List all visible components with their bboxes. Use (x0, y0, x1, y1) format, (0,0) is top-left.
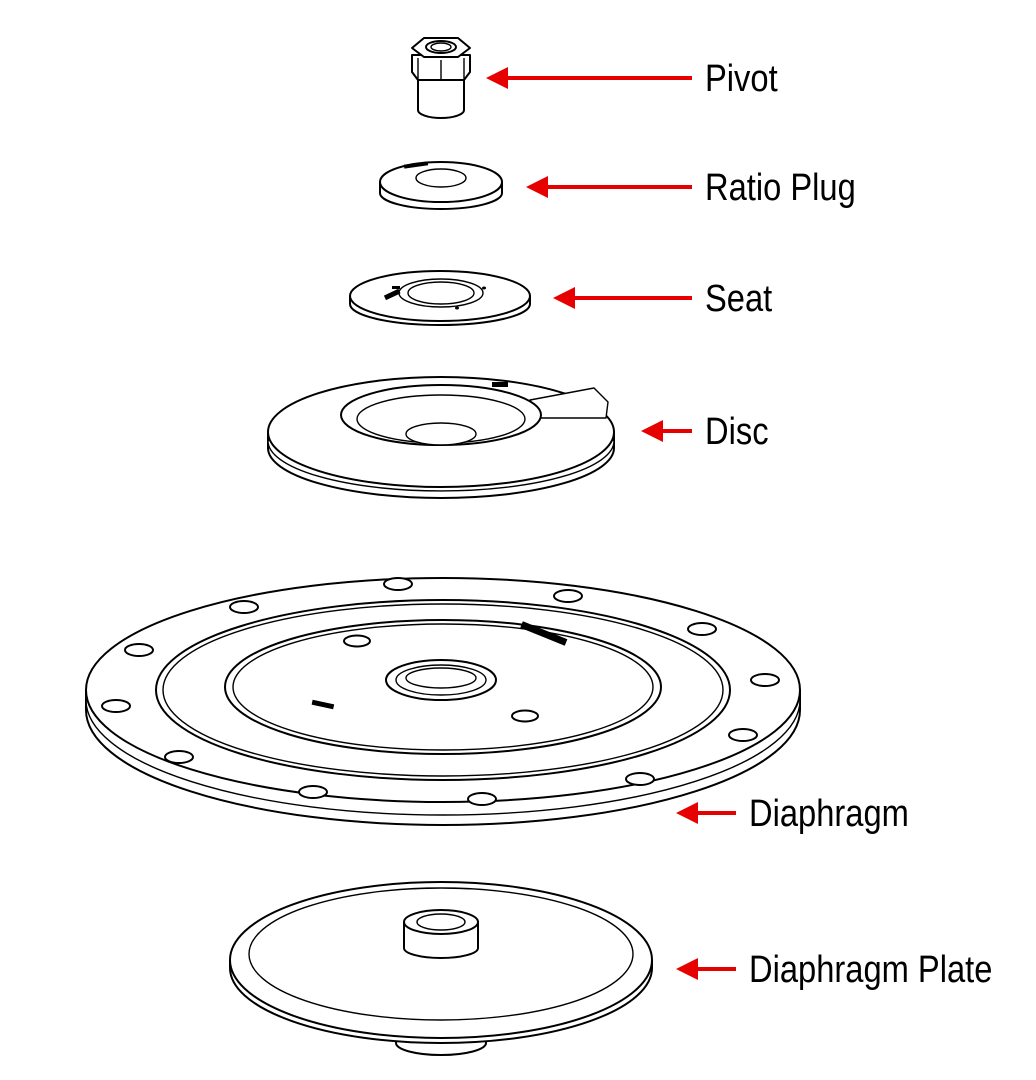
label-seat: Seat (705, 278, 773, 320)
label-diaphragm-plate: Diaphragm Plate (749, 949, 993, 991)
diaphragm-plate-part (229, 881, 653, 1056)
label-disc: Disc (705, 411, 769, 453)
disc-part (267, 376, 615, 499)
label-diaphragm: Diaphragm (749, 793, 909, 835)
diaphragm-part (85, 577, 801, 826)
arrow-seat (553, 287, 692, 309)
label-ratio-plug: Ratio Plug (705, 167, 856, 209)
arrow-diaphragm-plate (676, 958, 736, 980)
arrow-pivot (486, 67, 692, 89)
arrow-ratio-plug (526, 176, 692, 198)
arrow-disc (641, 420, 692, 442)
arrow-diaphragm (676, 802, 736, 824)
pivot-part (411, 37, 471, 119)
ratio-plug-part (379, 161, 503, 210)
label-pivot: Pivot (705, 58, 778, 100)
seat-part (349, 270, 531, 326)
